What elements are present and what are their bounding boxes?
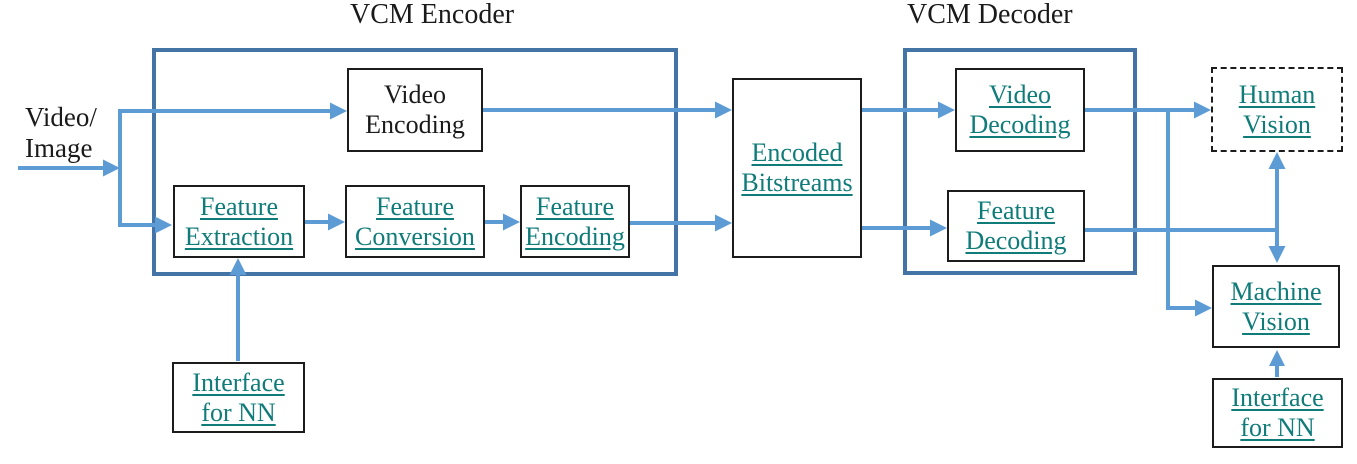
feature-encoding-box: Feature Encoding (520, 185, 630, 258)
human-vision-up-arrowhead (1268, 152, 1286, 169)
feature-decoding-box: Feature Decoding (947, 190, 1085, 262)
video-encoding-label-line1: Video (384, 80, 446, 109)
machine-vision-label-line2[interactable]: Vision (1242, 306, 1310, 336)
video-image-label-line1: Video/ (25, 102, 97, 132)
interface-nn-left-label-line1[interactable]: Interface (192, 367, 285, 397)
feature-encoding-label-line2[interactable]: Encoding (525, 221, 625, 251)
video-encoding-label-line2: Encoding (365, 110, 465, 139)
interface-nn-right-label-line2[interactable]: for NN (1240, 413, 1315, 442)
interface-nn-left-label-line2[interactable]: for NN (201, 397, 276, 427)
machine-vision-label-line1[interactable]: Machine (1230, 276, 1322, 306)
input-arrowhead (103, 159, 120, 177)
machine-vision-down-arrowhead (1268, 246, 1286, 263)
encoded-bitstreams-label-line1[interactable]: Encoded (751, 138, 843, 167)
feature-encoding-label-line1[interactable]: Feature (536, 191, 614, 221)
to-video-encoding-arrowhead (330, 102, 347, 120)
feature-encoding-arrowhead (503, 213, 520, 231)
feature-conversion-label-line2[interactable]: Conversion (355, 221, 475, 251)
to-feature-extraction-arrowhead (155, 216, 172, 234)
interface-nn-right-label-line1[interactable]: Interface (1231, 383, 1324, 412)
feature-conversion-box: Feature Conversion (345, 185, 485, 258)
feature-extraction-label-line2[interactable]: Extraction (184, 221, 294, 251)
machine-vision-left-arrowhead (1195, 299, 1212, 317)
human-vision-arrowhead (1194, 101, 1211, 119)
video-image-input-label: Video/ Image (25, 102, 97, 164)
human-vision-box: Human Vision (1211, 67, 1343, 152)
encoded-bitstreams-label-line2[interactable]: Bitstreams (741, 168, 853, 197)
video-encoding-box: Video Encoding (347, 68, 483, 152)
video-decoding-to-machine-vision-line (1166, 110, 1195, 310)
bitstreams-upper-arrowhead (715, 101, 732, 119)
interface-nn-left-arrowhead (229, 258, 247, 275)
interface-nn-right-arrowhead (1269, 350, 1285, 366)
video-decoding-label-line2[interactable]: Decoding (969, 110, 1071, 139)
video-image-label-line2: Image (25, 133, 93, 163)
vcm-decoder-container (903, 48, 1137, 275)
feature-decoding-arrowhead (930, 219, 947, 237)
human-vision-label-line1[interactable]: Human (1238, 79, 1316, 109)
encoded-bitstreams-box: Encoded Bitstreams (732, 78, 862, 258)
input-branch-line (118, 109, 330, 227)
feature-extraction-label-line1[interactable]: Feature (200, 191, 278, 221)
feature-decoding-label-line1[interactable]: Feature (977, 196, 1055, 225)
vcm-encoder-title: VCM Encoder (350, 0, 515, 30)
feature-conversion-label-line1[interactable]: Feature (376, 191, 454, 221)
vcm-encoder-container (152, 48, 678, 276)
video-decoding-box: Video Decoding (955, 68, 1085, 152)
vcm-decoder-title: VCM Decoder (907, 0, 1073, 30)
interface-nn-right-box: Interface for NN (1212, 378, 1343, 448)
video-decoding-label-line1[interactable]: Video (989, 80, 1051, 109)
machine-vision-box: Machine Vision (1212, 265, 1340, 348)
feature-conversion-arrowhead (328, 213, 345, 231)
interface-nn-left-box: Interface for NN (172, 362, 305, 433)
feature-extraction-box: Feature Extraction (173, 185, 305, 258)
feature-decoding-label-line2[interactable]: Decoding (965, 226, 1067, 255)
video-decoding-arrowhead (938, 101, 955, 119)
human-vision-label-line2[interactable]: Vision (1243, 109, 1311, 139)
bitstreams-lower-arrowhead (715, 214, 732, 232)
